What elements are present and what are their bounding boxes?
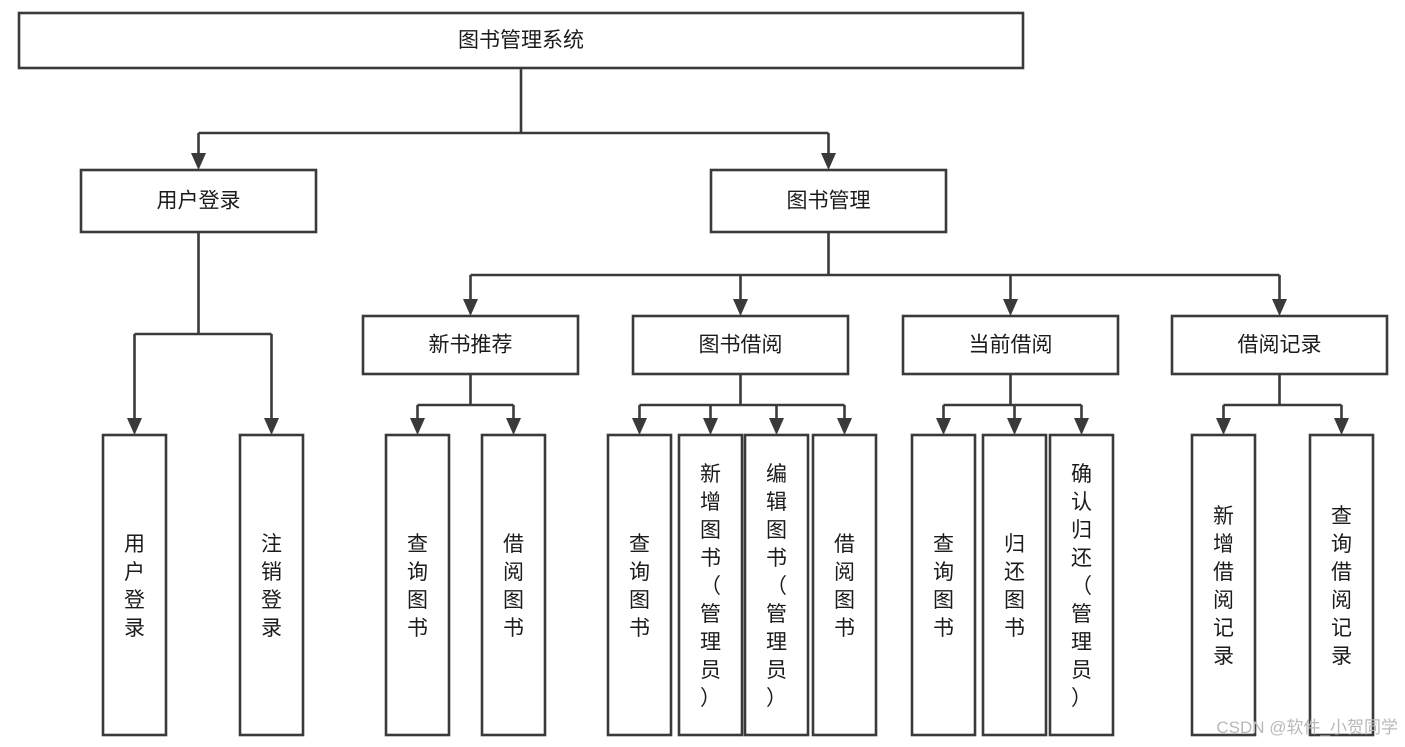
node-box[interactable] [384,433,451,737]
arrow-head [769,418,784,435]
node-box[interactable] [1190,433,1257,737]
node-return-book[interactable]: 归还图书 [981,433,1048,737]
connector-layer [127,68,1349,435]
node-edit-book-admin[interactable]: 编辑图书（管理员） [743,433,810,737]
node-label: 新增图书（管理员） [700,463,721,710]
arrow-head [463,299,478,316]
node-box[interactable] [1308,433,1375,737]
arrow-head [1007,418,1022,435]
node-label: 用户登录 [124,533,145,640]
node-label: 查询图书 [407,533,428,640]
node-query-book-1[interactable]: 查询图书 [384,433,451,737]
node-label: 归还图书 [1004,533,1025,640]
node-book-borrow[interactable]: 图书借阅 [631,314,850,376]
node-add-book-admin[interactable]: 新增图书（管理员） [677,433,744,737]
node-label: 编辑图书（管理员） [766,463,787,710]
node-label: 借阅图书 [503,533,524,640]
arrow-head [733,299,748,316]
node-box[interactable] [480,433,547,737]
node-query-book-2[interactable]: 查询图书 [606,433,673,737]
arrow-head [936,418,951,435]
arrow-head [506,418,521,435]
node-query-borrow-record[interactable]: 查询借阅记录 [1308,433,1375,737]
node-borrow-book-2[interactable]: 借阅图书 [811,433,878,737]
node-label: 图书管理系统 [458,29,584,52]
arrow-head [1003,299,1018,316]
arrow-head [632,418,647,435]
node-box[interactable] [981,433,1048,737]
node-label: 确认归还（管理员） [1071,463,1092,710]
node-label: 图书借阅 [699,334,783,357]
node-label: 查询借阅记录 [1331,505,1352,668]
node-box[interactable] [101,433,168,737]
arrow-head [191,153,206,170]
node-box[interactable] [743,433,810,737]
node-borrow-book-1[interactable]: 借阅图书 [480,433,547,737]
node-box[interactable] [238,433,305,737]
node-query-book-3[interactable]: 查询图书 [910,433,977,737]
node-box[interactable] [1048,433,1115,737]
arrow-head [264,418,279,435]
arrow-head [1272,299,1287,316]
node-user-login-leaf[interactable]: 用户登录 [101,433,168,737]
node-add-borrow-record[interactable]: 新增借阅记录 [1190,433,1257,737]
node-box[interactable] [17,11,1025,70]
arrow-head [1074,418,1089,435]
node-layer: 图书管理系统用户登录图书管理用户登录注销登录新书推荐查询图书借阅图书图书借阅查询… [17,11,1389,737]
node-box[interactable] [709,168,948,234]
arrow-head [1216,418,1231,435]
node-box[interactable] [901,314,1120,376]
node-label: 新增借阅记录 [1213,505,1234,668]
node-label: 借阅图书 [834,533,855,640]
node-box[interactable] [606,433,673,737]
arrow-head [127,418,142,435]
node-box[interactable] [361,314,580,376]
node-box[interactable] [79,168,318,234]
node-box[interactable] [631,314,850,376]
csdn-watermark: CSDN @软件_小贺同学 [1216,718,1398,737]
node-label: 用户登录 [157,190,241,213]
node-label: 注销登录 [261,533,282,640]
node-user-login[interactable]: 用户登录 [79,168,318,234]
arrow-head [1334,418,1349,435]
node-label: 查询图书 [629,533,650,640]
node-label: 借阅记录 [1238,334,1322,357]
arrow-head [703,418,718,435]
arrow-head [821,153,836,170]
node-box[interactable] [811,433,878,737]
node-confirm-return-admin[interactable]: 确认归还（管理员） [1048,433,1115,737]
arrow-head [410,418,425,435]
node-label: 新书推荐 [429,334,513,357]
node-new-book-recommend[interactable]: 新书推荐 [361,314,580,376]
node-user-logout-leaf[interactable]: 注销登录 [238,433,305,737]
node-box[interactable] [910,433,977,737]
node-label: 查询图书 [933,533,954,640]
node-book-manage[interactable]: 图书管理 [709,168,948,234]
arrow-head [837,418,852,435]
node-current-borrow[interactable]: 当前借阅 [901,314,1120,376]
node-box[interactable] [1170,314,1389,376]
node-label: 当前借阅 [969,334,1053,357]
node-label: 图书管理 [787,190,871,213]
node-root[interactable]: 图书管理系统 [17,11,1025,70]
node-box[interactable] [677,433,744,737]
node-borrow-record[interactable]: 借阅记录 [1170,314,1389,376]
